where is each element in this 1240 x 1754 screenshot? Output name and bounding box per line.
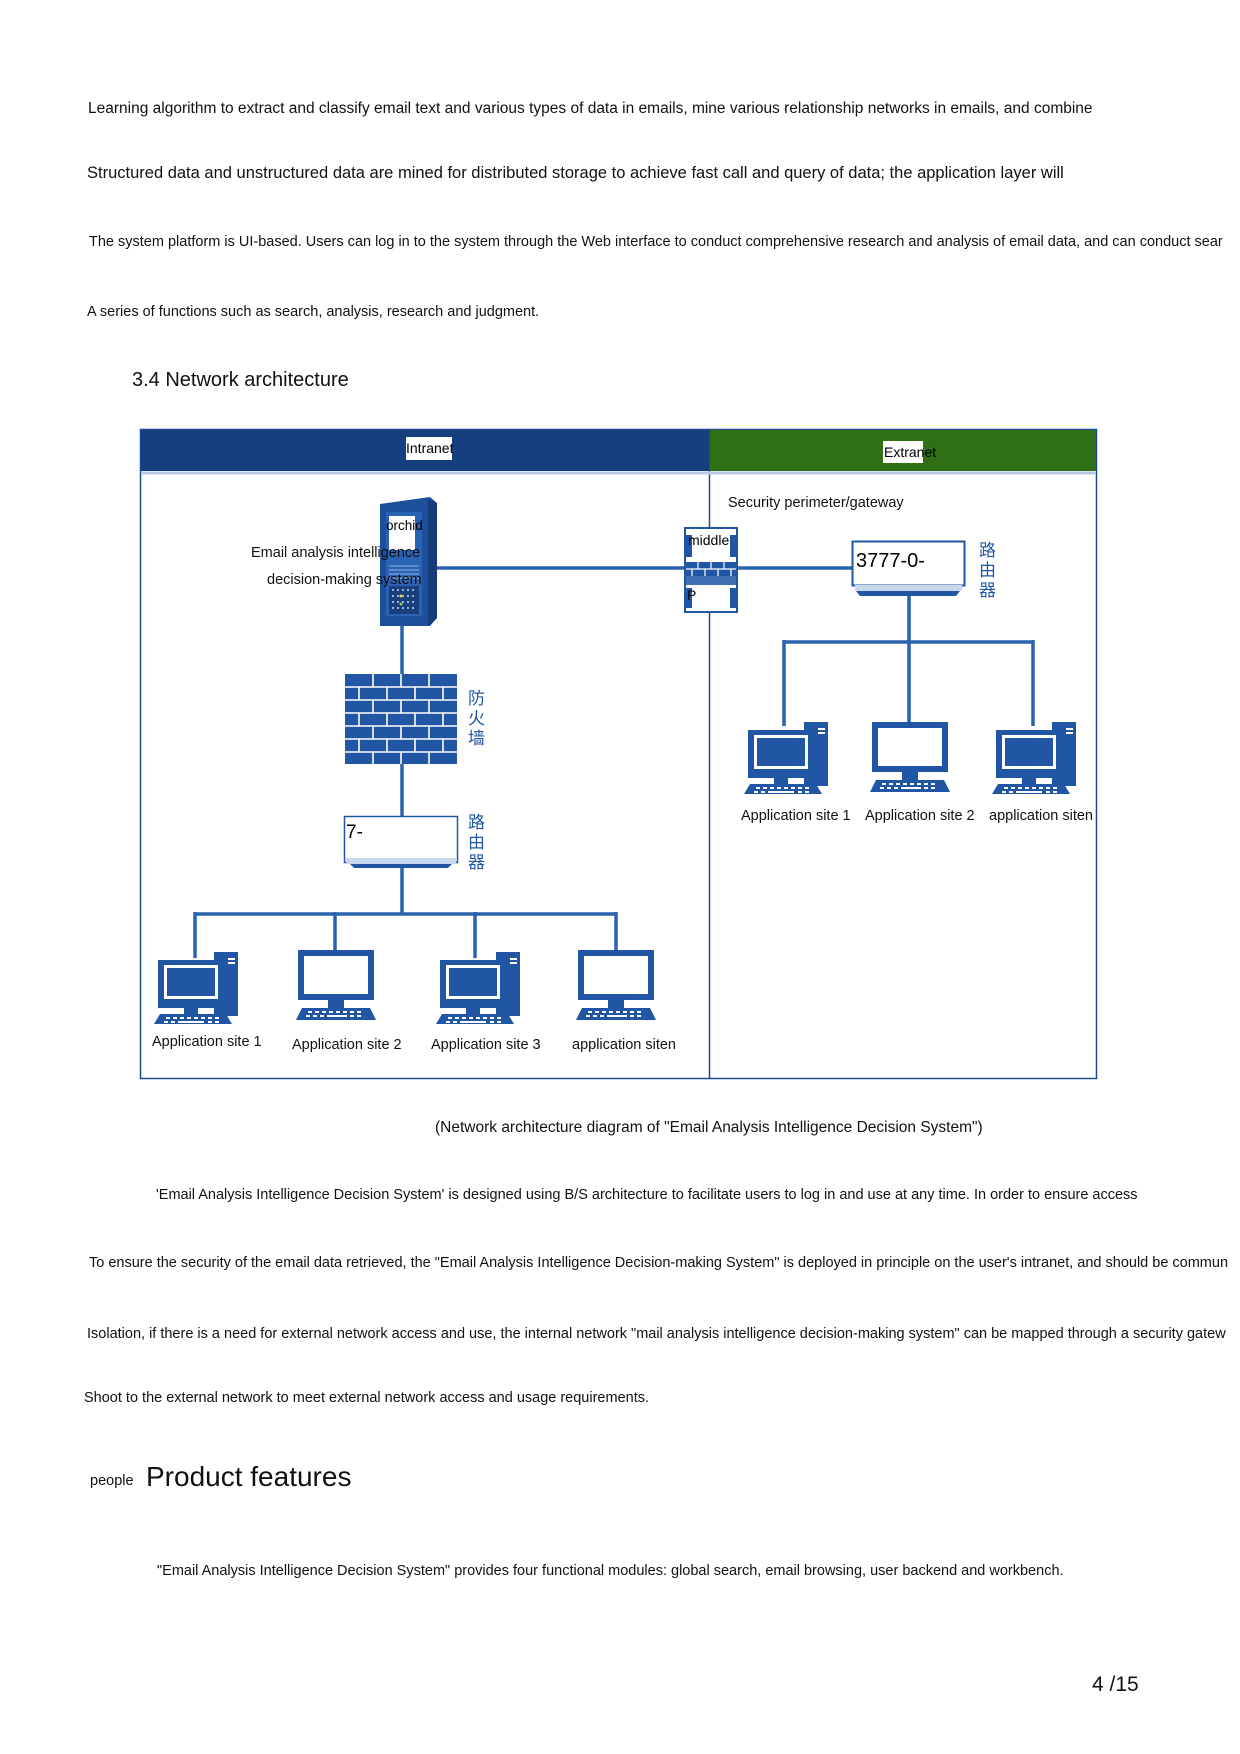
paragraph: The system platform is UI-based. Users c…	[89, 234, 1223, 250]
paragraph: 'Email Analysis Intelligence Decision Sy…	[156, 1187, 1138, 1203]
router-outer-text: 3777-0-	[856, 550, 925, 572]
paragraph: Learning algorithm to extract and classi…	[88, 100, 1093, 117]
router-inner-text: 7-	[346, 822, 363, 843]
diagram-frame	[139, 428, 1098, 1080]
computer-icon	[154, 952, 238, 1024]
extranet-site-label: Application site 2	[865, 808, 975, 824]
paragraph: Isolation, if there is a need for extern…	[87, 1326, 1226, 1342]
router-icon	[851, 540, 966, 596]
server-tag: orchid	[386, 518, 423, 533]
intranet-site-label: Application site 1	[152, 1034, 262, 1050]
figure-caption: (Network architecture diagram of "Email …	[435, 1119, 983, 1136]
gateway-bottom-label: P	[687, 587, 696, 603]
firewall-icon	[345, 674, 457, 764]
intranet-site-label: Application site 3	[431, 1037, 541, 1053]
intranet-site-label: Application site 2	[292, 1037, 402, 1053]
computer-icon	[576, 950, 656, 1020]
gateway-label: Security perimeter/gateway	[728, 495, 904, 511]
server-label-1: Email analysis intelligence	[251, 545, 420, 561]
extranet-label-box	[883, 441, 923, 463]
section-heading: 3.4 Network architecture	[132, 369, 349, 391]
paragraph: Structured data and unstructured data ar…	[87, 164, 1064, 182]
computer-icon	[296, 950, 376, 1020]
extranet-site-label: Application site 1	[741, 808, 851, 824]
product-features-marker: people	[90, 1473, 134, 1489]
intranet-site-label: application siten	[572, 1037, 676, 1053]
computer-icon	[744, 722, 828, 794]
page-number: 4 /15	[1092, 1673, 1139, 1696]
computer-icon	[436, 952, 520, 1024]
router-outer-label: 路 由 器	[979, 541, 1001, 600]
gateway-icon	[684, 527, 738, 613]
router-icon	[343, 815, 459, 868]
computer-icon	[992, 722, 1076, 794]
paragraph: To ensure the security of the email data…	[89, 1255, 1229, 1271]
intranet-label: Intranet	[406, 440, 454, 456]
intranet-label-box	[406, 437, 452, 460]
extranet-label: Extranet	[884, 444, 936, 460]
gateway-top-label: middle	[688, 532, 729, 548]
router-inner-label: 路 由 器	[468, 813, 490, 872]
extranet-site-label: application siten	[989, 808, 1093, 824]
paragraph: Shoot to the external network to meet ex…	[84, 1390, 650, 1406]
computer-icon	[870, 722, 950, 792]
network-links	[193, 566, 1035, 958]
paragraph: A series of functions such as search, an…	[87, 304, 540, 320]
paragraph: "Email Analysis Intelligence Decision Sy…	[157, 1563, 1064, 1579]
server-icon	[380, 497, 437, 626]
server-label-2: decision-making system	[267, 572, 422, 588]
firewall-label: 防 火 墙	[468, 689, 490, 748]
product-features-heading: Product features	[146, 1461, 352, 1492]
